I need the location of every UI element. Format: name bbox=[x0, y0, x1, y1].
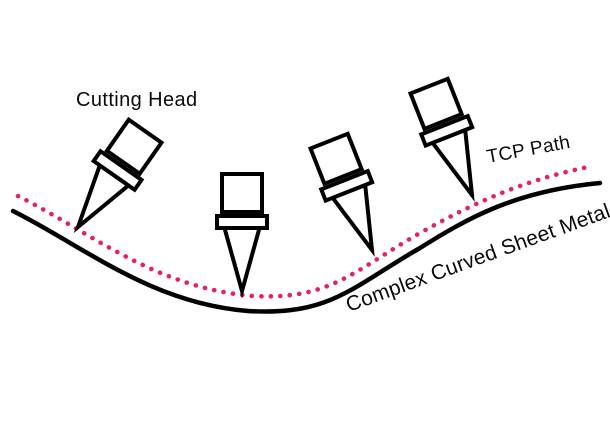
tcp-path-label: TCP Path bbox=[485, 132, 572, 168]
cutting-head-collar bbox=[318, 168, 375, 204]
cutting-head-icon-3 bbox=[307, 131, 375, 257]
cutting-head-icon-2 bbox=[215, 172, 269, 299]
cutting-head-body bbox=[307, 131, 365, 187]
cutting-head-label: Cutting Head bbox=[76, 89, 198, 111]
cutting-head-body bbox=[104, 116, 165, 177]
cutting-head-cone bbox=[221, 226, 263, 299]
tcp-path-dotted-line bbox=[15, 164, 591, 299]
sheet-metal-curve bbox=[10, 180, 603, 314]
cutting-head-collar bbox=[418, 113, 475, 149]
cutting-head-collar bbox=[215, 214, 269, 230]
cutting-head-body bbox=[407, 76, 465, 132]
cutting-head-icon-1 bbox=[73, 116, 165, 234]
cutting-head-collar bbox=[90, 148, 145, 193]
cutting-head-icon-4 bbox=[407, 76, 475, 202]
cutting-head-body bbox=[220, 172, 264, 214]
